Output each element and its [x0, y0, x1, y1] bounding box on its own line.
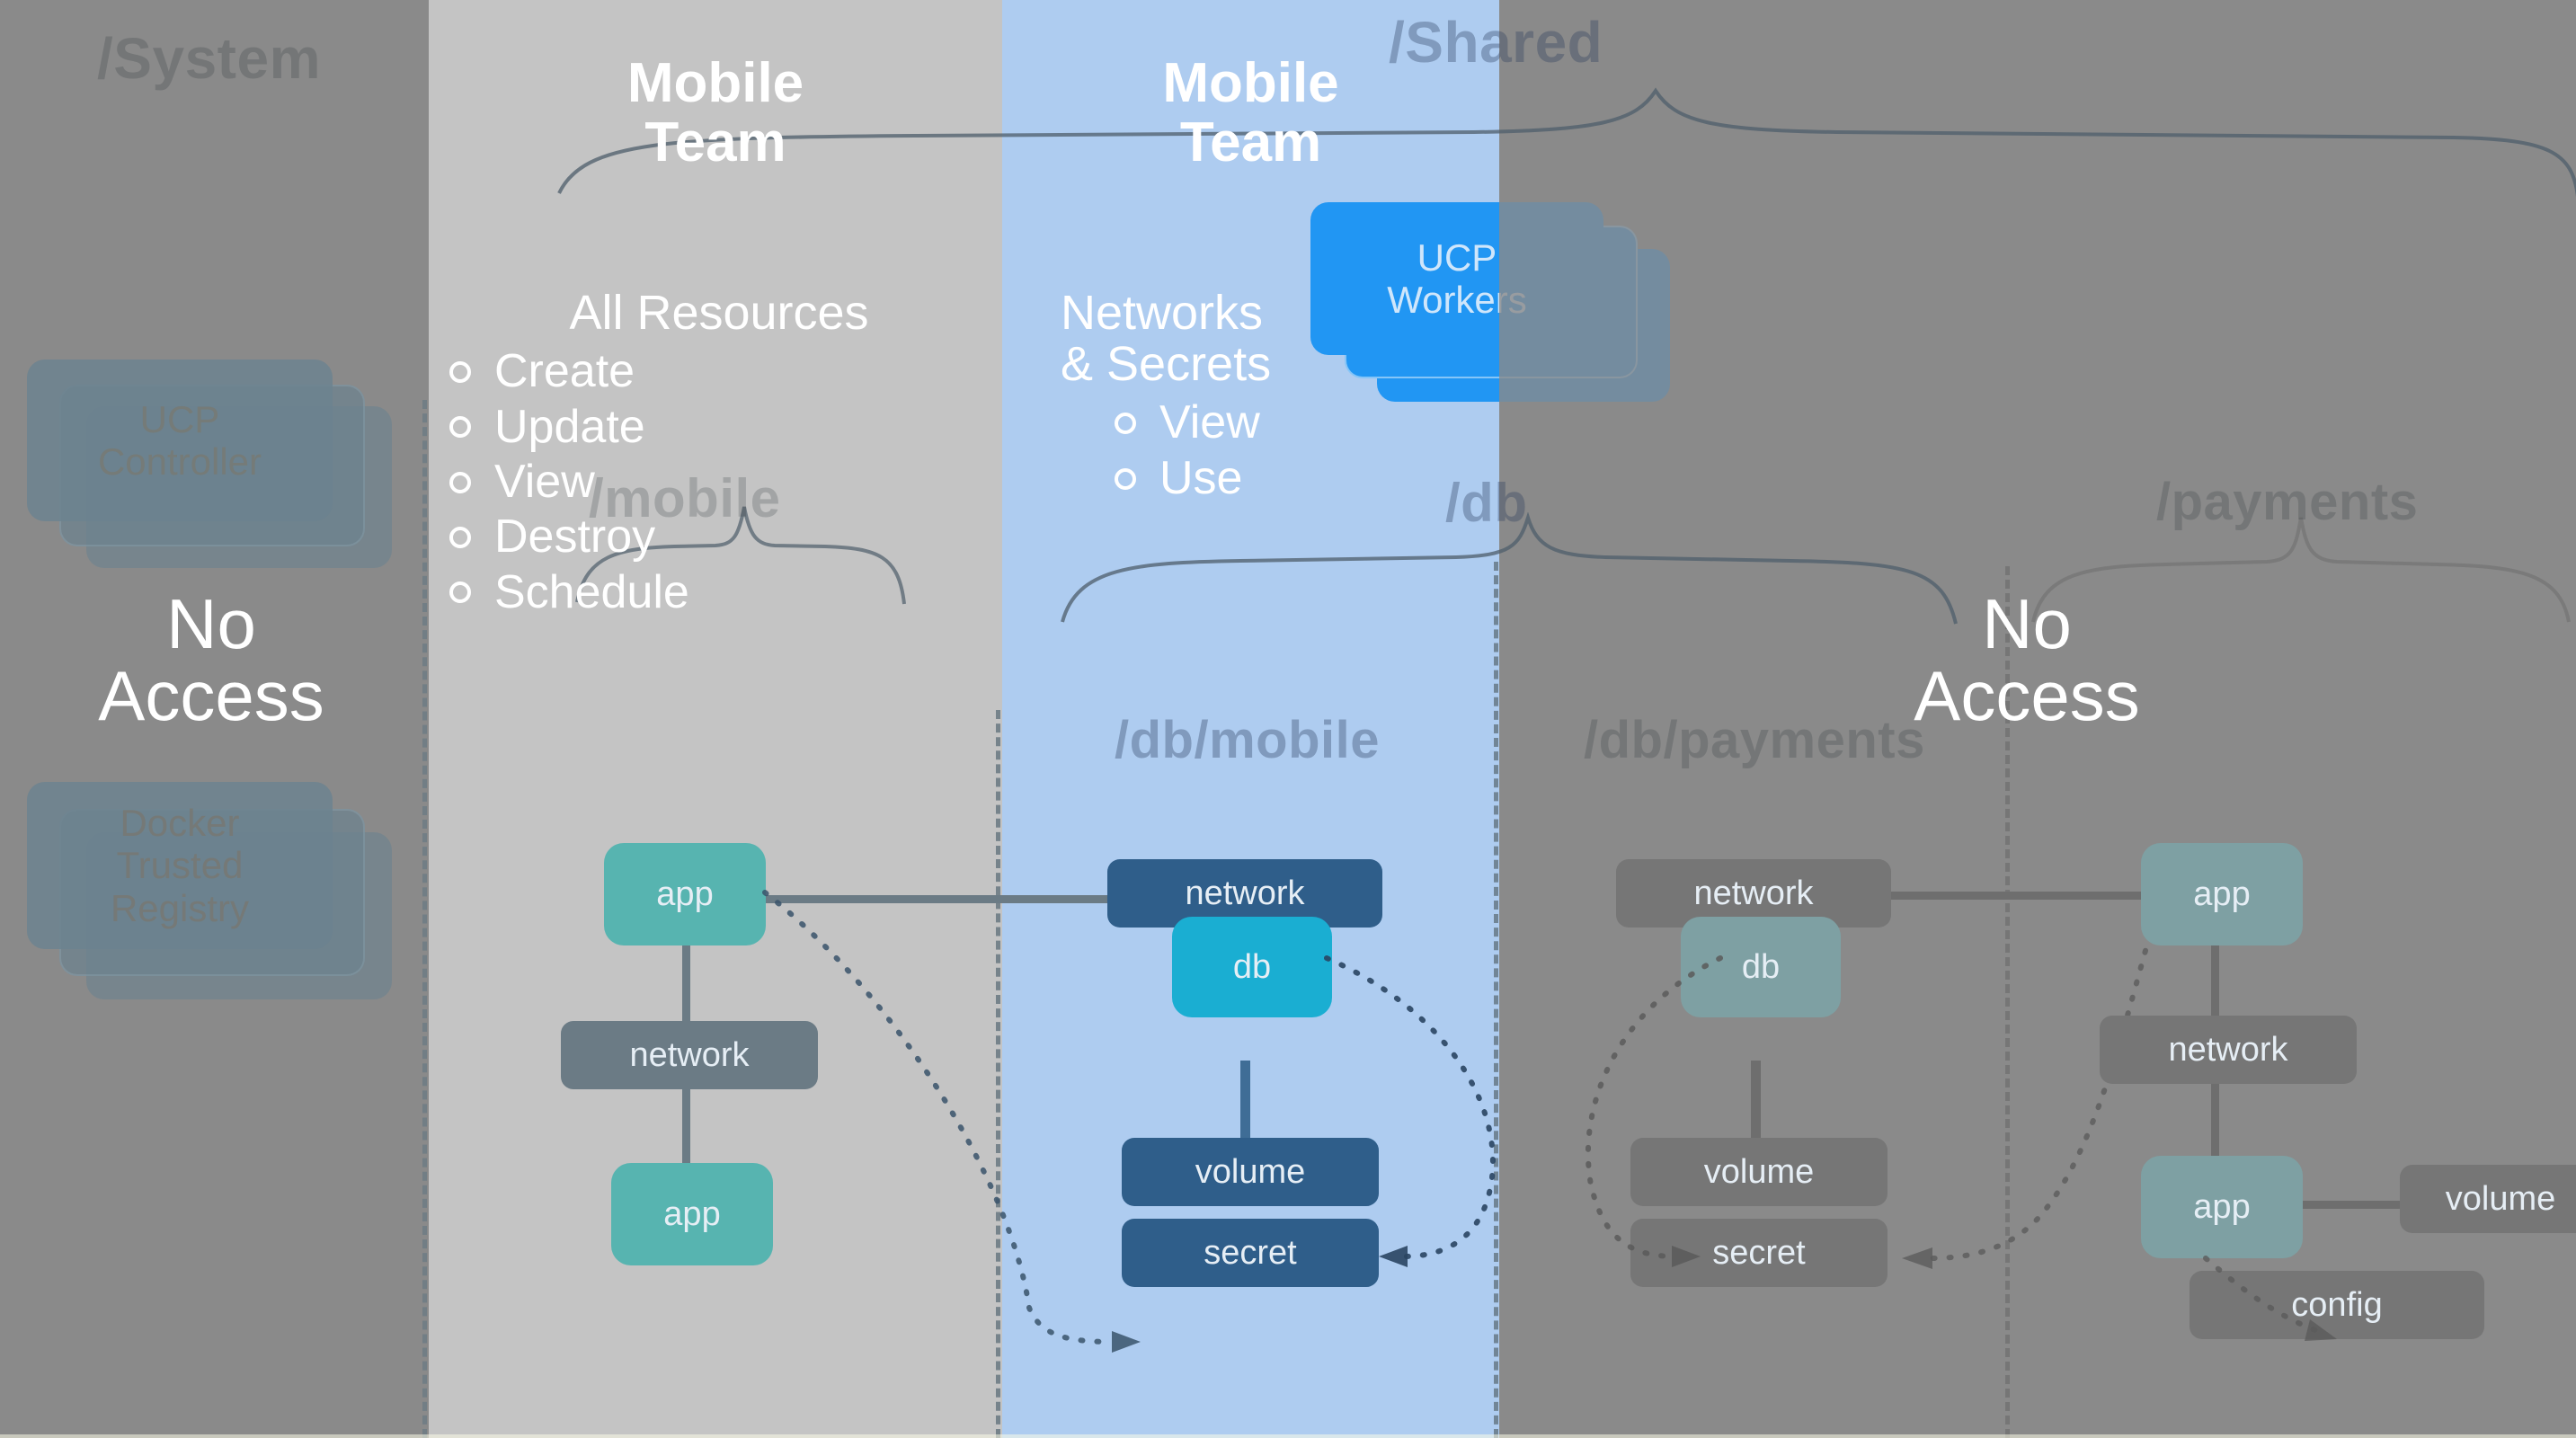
edge-m-app-network: [682, 945, 690, 1026]
circle-bullet-icon: [1115, 413, 1136, 435]
list-item: Schedule: [449, 565, 989, 620]
node-m-app-top: app: [604, 843, 766, 945]
node-d-network: network: [1107, 859, 1382, 928]
list-item: Update: [449, 400, 989, 455]
node-p-db: db: [1681, 917, 1841, 1017]
list-item: Use: [1115, 451, 1510, 506]
separator-db-right: [1494, 562, 1498, 1438]
edge-p-network-to-payments-app: [1891, 892, 2146, 900]
circle-bullet-icon: [1115, 467, 1136, 490]
node-m-network: network: [561, 1021, 818, 1089]
edge-p-db-volume: [1751, 1061, 1761, 1146]
node-d-secret: secret: [1122, 1219, 1379, 1287]
list-item: View: [1115, 395, 1510, 450]
node-d-db: db: [1172, 917, 1332, 1017]
ucp-workers-dim-overlay: [1499, 175, 1733, 445]
stage-label-db: /db: [1445, 473, 1528, 533]
separator-system-right: [422, 400, 427, 1438]
db-permissions: Networks & Secrets View Use: [1061, 286, 1510, 506]
node-d-volume: volume: [1122, 1138, 1379, 1206]
ucp-controller-stack: UCP Controller: [27, 360, 404, 575]
list-item: Create: [449, 344, 989, 399]
circle-bullet-icon: [449, 360, 471, 383]
node-p-volume: volume: [1630, 1138, 1888, 1206]
node-p-network: network: [1616, 859, 1891, 928]
db-permission-list: View Use: [1115, 395, 1510, 506]
stage-label-payments: /payments: [2156, 473, 2419, 531]
stage-label-system: /System: [97, 26, 321, 91]
edge-y-app-network: [2211, 945, 2219, 1026]
node-y-volume: volume: [2400, 1165, 2576, 1233]
dtr-card-1: Docker Trusted Registry: [27, 782, 333, 949]
dotted-link-p-app-to-secret-right: [1902, 901, 2162, 1269]
mobile-team-heading: Mobile Team: [626, 52, 804, 173]
node-y-app-top: app: [2141, 843, 2303, 945]
edge-m-app-to-db-network: [766, 895, 1107, 903]
node-m-app-bottom: app: [611, 1163, 773, 1265]
mobile-permissions: All Resources Create Update View Destroy…: [449, 286, 989, 620]
circle-bullet-icon: [449, 471, 471, 493]
list-item: Destroy: [449, 510, 989, 564]
edge-y-network-app: [2211, 1084, 2219, 1165]
edge-d-db-volume: [1240, 1061, 1250, 1146]
stage-label-shared: /Shared: [1389, 10, 1603, 75]
no-access-left: No Access: [98, 584, 324, 735]
db-team-heading: Mobile Team: [1162, 52, 1339, 173]
node-p-secret: secret: [1630, 1219, 1888, 1287]
mobile-permission-list: Create Update View Destroy Schedule: [449, 344, 989, 620]
ucp-controller-card-1: UCP Controller: [27, 360, 333, 521]
edge-y-app-volume: [2303, 1201, 2402, 1209]
dtr-stack: Docker Trusted Registry: [27, 782, 404, 1016]
separator-mobile-left: [996, 710, 1000, 1438]
mobile-permission-title: All Resources: [569, 286, 869, 340]
circle-bullet-icon: [449, 526, 471, 548]
node-y-config: config: [2190, 1271, 2484, 1339]
node-y-app-bottom: app: [2141, 1156, 2303, 1258]
bottom-edge-strip: [0, 1434, 2576, 1438]
circle-bullet-icon: [449, 416, 471, 439]
db-permission-title: Networks & Secrets: [1061, 286, 1272, 392]
stage-label-db-payments: /db/payments: [1584, 711, 1925, 769]
stage-label-db-mobile: /db/mobile: [1115, 711, 1380, 769]
no-access-right: No Access: [1914, 584, 2140, 735]
list-item: View: [449, 455, 989, 510]
stage-label-mobile: /mobile: [589, 468, 781, 528]
ucp-workers-stack: UCP Workers: [1310, 175, 1733, 445]
edge-m-network-app: [682, 1089, 690, 1170]
node-y-network: network: [2100, 1016, 2357, 1084]
circle-bullet-icon: [449, 581, 471, 604]
